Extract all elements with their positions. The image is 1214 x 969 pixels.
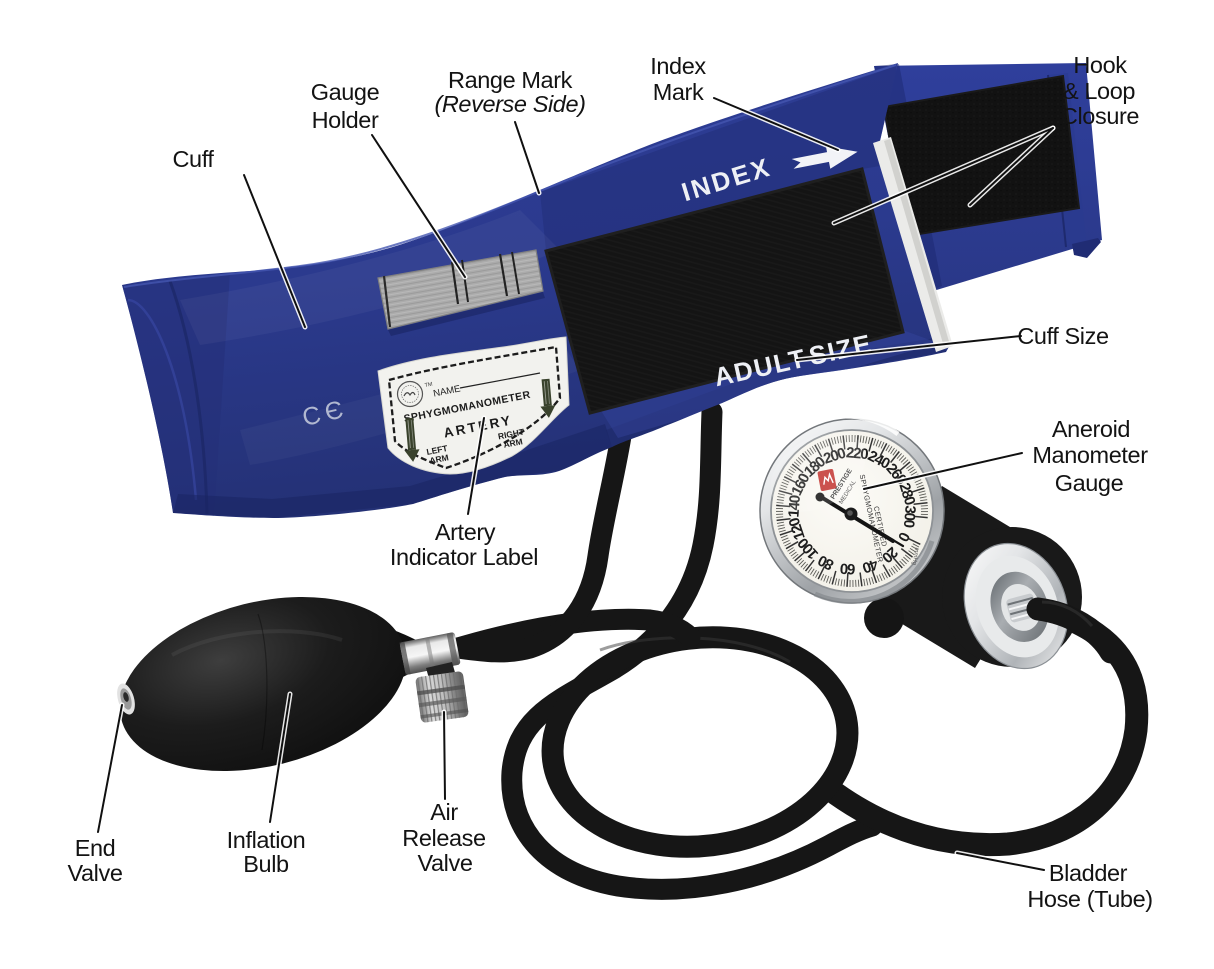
svg-text:Indicator Label: Indicator Label [390,544,538,570]
svg-text:Closure: Closure [1061,103,1140,129]
svg-text:(Reverse Side): (Reverse Side) [434,91,585,117]
svg-text:Release: Release [402,825,486,851]
svg-text:Index: Index [650,53,706,79]
svg-text:Mark: Mark [653,79,704,105]
svg-text:Manometer: Manometer [1032,442,1148,468]
svg-text:Air: Air [430,799,458,825]
svg-text:300: 300 [900,505,919,529]
svg-text:Aneroid: Aneroid [1052,416,1130,442]
svg-text:Range Mark: Range Mark [448,67,573,93]
svg-text:Bulb: Bulb [243,851,289,877]
svg-text:Cuff: Cuff [172,146,214,172]
svg-text:Gauge: Gauge [311,79,380,105]
svg-text:& Loop: & Loop [1063,78,1135,104]
svg-text:Artery: Artery [435,519,496,545]
svg-text:Hook: Hook [1073,52,1127,78]
svg-text:Inflation: Inflation [227,827,306,853]
svg-text:End: End [75,835,116,861]
svg-text:Valve: Valve [67,860,122,886]
svg-text:Valve: Valve [417,850,472,876]
svg-text:Hose (Tube): Hose (Tube) [1027,886,1152,912]
svg-text:Gauge: Gauge [1055,470,1124,496]
svg-text:Holder: Holder [312,107,379,133]
svg-text:Cuff Size: Cuff Size [1017,323,1109,349]
svg-text:60: 60 [840,559,856,577]
svg-text:Bladder: Bladder [1049,860,1128,886]
